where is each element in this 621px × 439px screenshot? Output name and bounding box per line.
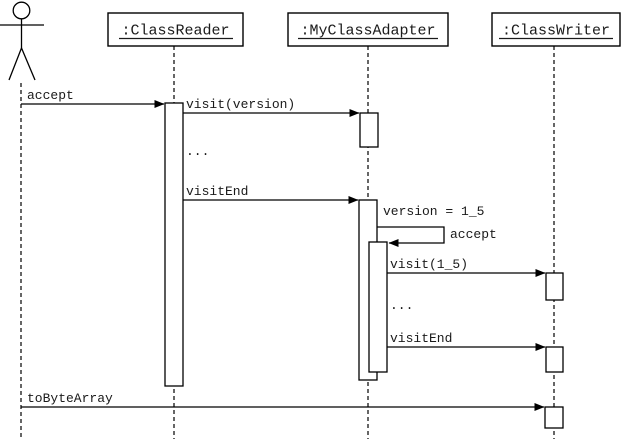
message-accept-1: accept [21,88,165,108]
message-self-accept: accept [377,226,497,247]
classwriter-label: :ClassWriter [502,23,610,40]
ellipsis-2: ... [390,298,413,313]
message-visitend-1: visitEnd [183,184,359,204]
message-tobytearray: toByteArray [21,391,545,411]
actor-leg-right [20,47,36,81]
classreader-box [107,12,244,47]
message-visitend-2: visitEnd [387,331,546,351]
activation-classwriter-2 [545,346,564,373]
message-visit-version-label: visit(version) [186,97,295,112]
actor-leg-left [8,47,23,81]
ellipsis-1: ... [186,144,209,159]
message-accept-1-label: accept [27,88,74,103]
message-visit-1-5: visit(1_5) [387,257,546,277]
message-self-accept-label: accept [450,227,497,242]
activation-myclassadapter-nested [368,241,388,373]
message-visit-1-5-label: visit(1_5) [390,257,468,272]
classwriter-box [491,12,621,47]
note-version-assignment: version = 1_5 [383,204,484,219]
activation-myclassadapter-1 [359,112,379,148]
classreader-label: :ClassReader [121,23,229,40]
message-visit-version: visit(version) [183,97,360,117]
activation-classwriter-3 [544,406,564,429]
message-visitend-2-label: visitEnd [390,331,452,346]
myclassadapter-box [287,12,449,47]
message-self-accept-arrow [377,226,445,247]
message-tobytearray-label: toByteArray [27,391,113,406]
message-visitend-1-label: visitEnd [186,184,248,199]
actor-icon [0,1,44,81]
lifeline-head-myclassadapter: :MyClassAdapter [287,12,449,47]
lifeline-head-classreader: :ClassReader [107,12,244,47]
lifeline-head-classwriter: :ClassWriter [491,12,621,47]
myclassadapter-label: :MyClassAdapter [300,23,435,40]
actor-head [12,1,31,20]
activation-classwriter-1 [545,272,564,301]
activation-classreader [164,102,184,387]
